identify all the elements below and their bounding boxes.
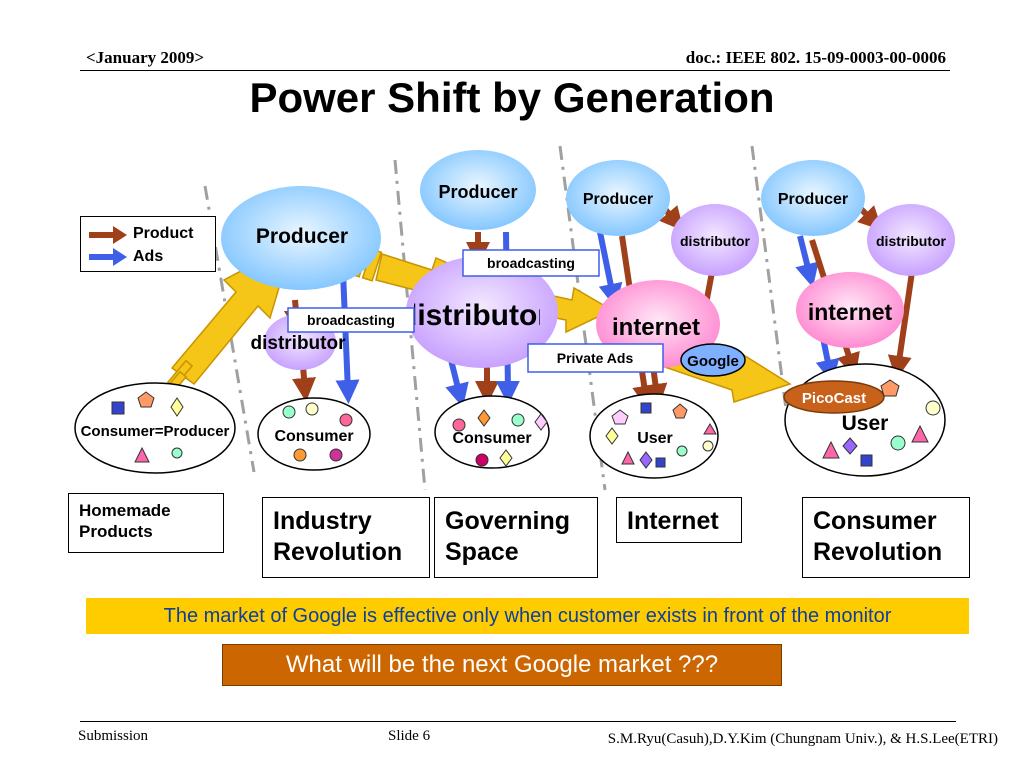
user-label-4: User bbox=[842, 412, 889, 435]
picocast-ellipse bbox=[783, 380, 885, 414]
era-governing-box: Governing Space bbox=[434, 497, 598, 578]
user-label-3: User bbox=[637, 430, 673, 447]
era-industry-box: Industry Revolution bbox=[262, 497, 430, 578]
google-market-banner: The market of Google is effective only w… bbox=[86, 598, 969, 634]
google-label: Google bbox=[687, 353, 739, 370]
internet-label-3-clip: internet bbox=[612, 314, 700, 341]
header-doc-id: doc.: IEEE 802. 15-09-0003-00-0006 bbox=[685, 48, 946, 67]
footer-submission: Submission bbox=[78, 728, 149, 744]
private-ads-label: Private Ads bbox=[557, 350, 634, 366]
distributor-label-4: distributor bbox=[876, 233, 947, 249]
era-homemade-label: Homemade Products bbox=[79, 501, 171, 542]
private-ads-box bbox=[527, 343, 664, 373]
distributor-label-3: distributor bbox=[680, 233, 751, 249]
distributor-ellipse-2 bbox=[406, 256, 558, 368]
legend-product-label: Product bbox=[133, 225, 194, 242]
producer-label-1: Producer bbox=[256, 225, 348, 248]
era-consumer-box: Consumer Revolution bbox=[802, 497, 970, 578]
producer-label-2: Producer bbox=[438, 182, 517, 202]
internet-ellipse-4 bbox=[796, 272, 904, 348]
producer-ellipse-2 bbox=[420, 150, 536, 230]
producer-ellipse-3 bbox=[566, 160, 670, 236]
distributor-label-2-clip: distributor bbox=[399, 299, 549, 332]
consumer-label-1: Consumer bbox=[274, 428, 353, 445]
footer-slide-number: Slide 6 bbox=[388, 728, 431, 744]
era-governing-label: Governing Space bbox=[445, 507, 571, 567]
product-arrow-icon bbox=[113, 226, 127, 244]
era-industry-label: Industry Revolution bbox=[273, 507, 403, 567]
producer-label-3: Producer bbox=[583, 191, 653, 208]
distributor-ellipse-4 bbox=[867, 204, 955, 276]
broadcasting-box-1 bbox=[287, 307, 415, 333]
broadcasting-label-1: broadcasting bbox=[307, 312, 395, 328]
legend-arrows bbox=[89, 226, 127, 266]
distributor-label-1: distributor bbox=[251, 333, 347, 354]
era-internet-box: Internet bbox=[616, 497, 742, 543]
internet-label-4: internet bbox=[808, 299, 893, 325]
slide-title: Power Shift by Generation bbox=[249, 74, 775, 121]
next-google-banner: What will be the next Google market ??? bbox=[222, 644, 782, 686]
legend: Product Ads bbox=[80, 216, 216, 272]
distributor-ellipse-3 bbox=[671, 204, 759, 276]
footer-authors: S.M.Ryu(Casuh),D.Y.Kim (Chungnam Univ.),… bbox=[607, 731, 998, 747]
era-internet-label: Internet bbox=[627, 507, 719, 535]
picocast-label: PicoCast bbox=[802, 390, 866, 407]
footer-divider bbox=[80, 721, 956, 722]
producer-label-4: Producer bbox=[778, 191, 848, 208]
broadcasting-label-2: broadcasting bbox=[487, 255, 575, 271]
producer-ellipse-4 bbox=[761, 160, 865, 236]
google-ellipse bbox=[680, 343, 746, 377]
distributor-label-2: distributor bbox=[399, 299, 549, 332]
broadcasting-box-2 bbox=[462, 249, 600, 277]
header-divider bbox=[80, 70, 950, 71]
ads-arrow-icon bbox=[113, 248, 127, 266]
era-homemade-box: Homemade Products bbox=[68, 493, 224, 553]
consumer-producer-label: Consumer=Producer bbox=[81, 423, 230, 440]
legend-ads-label: Ads bbox=[133, 248, 164, 265]
item-shapes bbox=[111, 379, 941, 469]
producer-ellipse-1 bbox=[221, 186, 381, 290]
era-consumer-label: Consumer Revolution bbox=[813, 507, 943, 567]
header-date: <January 2009> bbox=[86, 48, 205, 67]
consumer-label-2: Consumer bbox=[452, 430, 531, 447]
internet-label-3: internet bbox=[612, 314, 700, 341]
